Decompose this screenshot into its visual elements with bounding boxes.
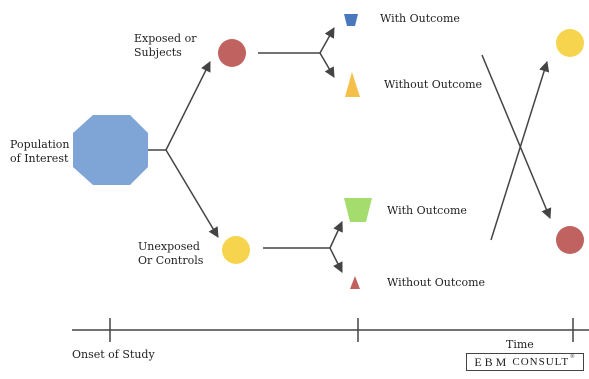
logo-main-text: EBM	[474, 354, 510, 369]
exposed-label-line1: Exposed or	[134, 32, 197, 45]
unexposed-with-outcome-trapezoid	[344, 198, 372, 222]
unexposed-label-line1: Unexposed	[138, 240, 200, 253]
unexposed-branch	[263, 221, 343, 273]
onset-of-study-label: Onset of Study	[72, 348, 155, 361]
unexposed-with-outcome-label: With Outcome	[387, 204, 467, 217]
population-label-line1: Population	[10, 138, 69, 151]
logo-sub-text: CONSULT	[512, 356, 570, 368]
unexposed-circle	[222, 236, 250, 264]
unexposed-label-line2: Or Controls	[138, 254, 204, 267]
population-octagon	[73, 115, 148, 185]
time-label: Time	[506, 338, 534, 351]
ebm-consult-logo: EBM CONSULT ®	[466, 353, 584, 371]
exposed-with-outcome-trapezoid	[344, 14, 358, 26]
later-yellow-circle	[556, 29, 584, 57]
exposed-label-line2: Subjects	[134, 46, 182, 59]
exposed-with-outcome-label: With Outcome	[380, 12, 460, 25]
exposed-without-outcome-triangle	[345, 72, 360, 97]
unexposed-without-outcome-label: Without Outcome	[387, 276, 485, 289]
exposed-without-outcome-label: Without Outcome	[384, 78, 482, 91]
logo-registered-mark: ®	[570, 354, 576, 360]
later-red-circle	[556, 226, 584, 254]
population-branch	[148, 61, 219, 238]
time-axis	[72, 318, 589, 342]
population-label-line2: of Interest	[10, 152, 69, 165]
unexposed-without-outcome-triangle	[350, 276, 360, 289]
exposed-circle	[218, 39, 246, 67]
exposed-branch	[258, 27, 335, 78]
crossing-arrows	[481, 54, 552, 241]
